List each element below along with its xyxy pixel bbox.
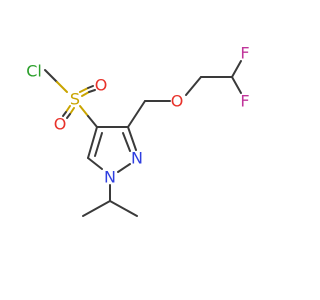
atom-chlorine: Cl [26,62,42,81]
atom-oxygen-sulfonyl-2: O [54,115,67,134]
bond-n2-n1 [117,163,131,173]
atom-nitrogen-2: N [131,149,143,168]
bond-cl-s [44,69,58,83]
bond-s-c4 [87,115,98,128]
bond-cl-s-sulfur-half [56,81,68,93]
bond-s-o1-b [81,91,90,97]
bond-c-f1 [231,60,242,78]
bond-c3-n2-inner [122,132,131,152]
bond-s-o1-a2 [87,85,94,89]
bond-s-o1-a [79,87,89,93]
atom-fluorine-2: F [240,92,249,111]
molecule-structure: Cl S O O O N N F F [26,44,250,217]
bond-c5-n1 [87,157,103,170]
bond-ch-me1 [82,200,111,217]
bond-s-o2-b2 [66,113,71,119]
bond-c4-c5 [87,126,98,159]
atom-labels: Cl S O O O N N F F [26,44,249,187]
bond-s-o1-b2 [88,89,96,93]
bond-s-o2-a2 [62,111,67,117]
bonds [44,60,242,217]
bond-s-c4-sulfur-half [79,105,89,117]
atom-fluorine-1: F [240,44,249,63]
bond-c4-c5-inner [94,132,103,157]
bond-o-ch2 [185,76,202,96]
bond-s-o2-a [65,105,71,113]
atom-oxygen-ether: O [171,92,184,111]
atom-nitrogen-1: N [104,168,116,187]
bond-s-o2-b [69,107,75,115]
bond-ch-me2 [109,200,138,217]
bond-c3-ch2 [127,100,146,128]
bond-c3-n2 [127,126,137,151]
atom-sulfur: S [70,90,80,109]
atom-oxygen-sulfonyl-1: O [95,76,108,95]
bond-c-f2 [231,76,242,94]
